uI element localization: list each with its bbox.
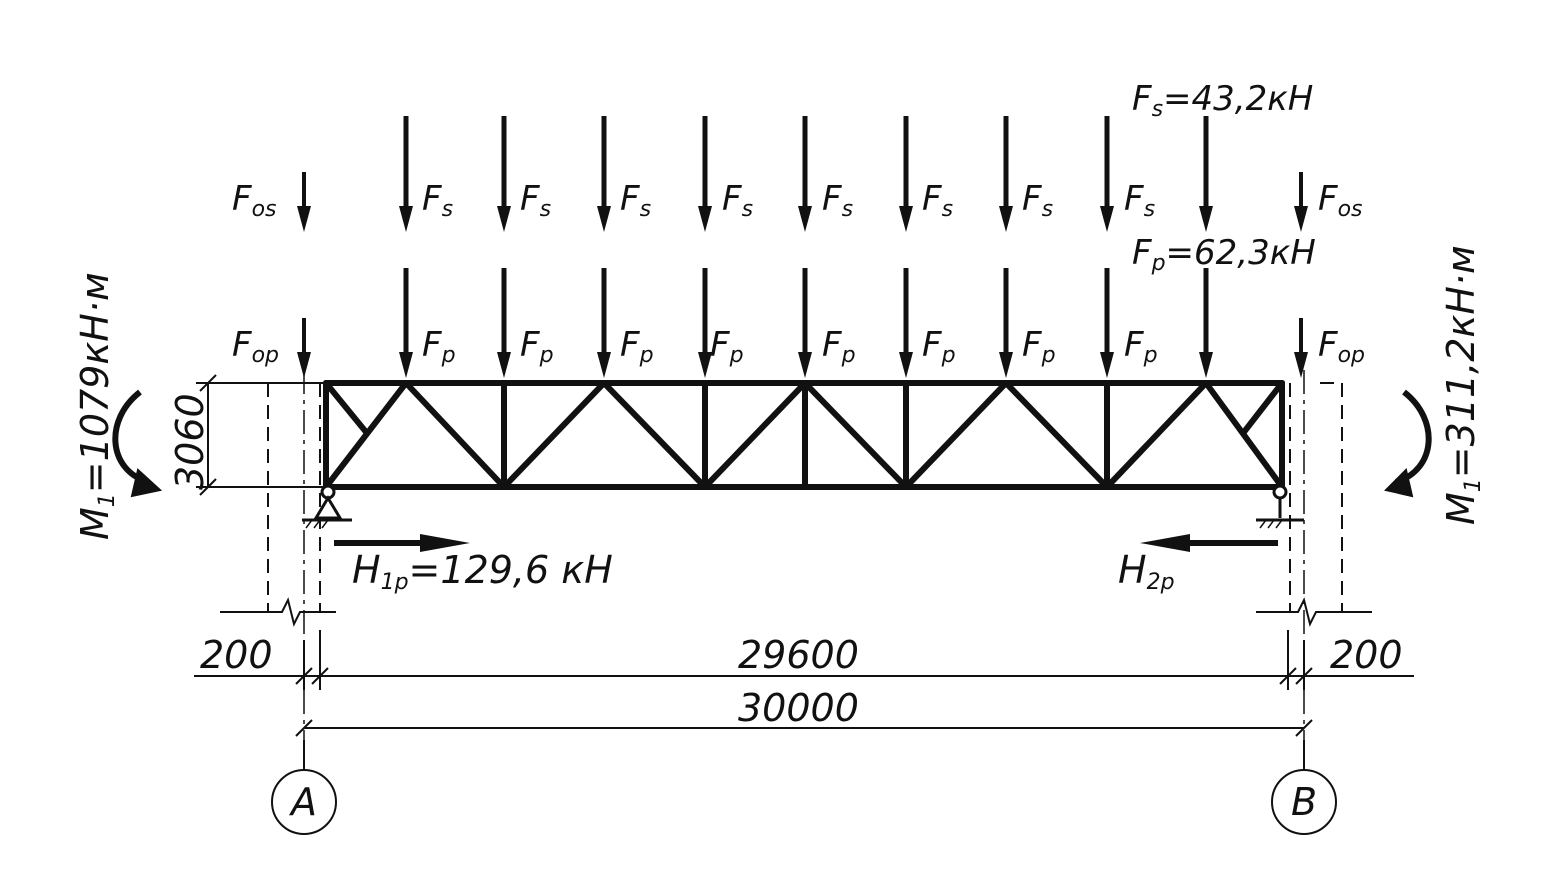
snow-inner-label: Fs xyxy=(722,179,753,222)
permanent-inner-arrow-head xyxy=(399,352,413,378)
left-column-outline xyxy=(267,382,321,612)
permanent-inner-arrow-head xyxy=(1100,352,1114,378)
permanent-load-labels: Fop Fop Fp Fp Fp Fp Fp Fp Fp Fp xyxy=(232,325,1365,368)
right-column-outline xyxy=(1289,382,1343,612)
diagonal-member xyxy=(501,380,607,490)
snow-inner-arrow-head xyxy=(999,206,1013,232)
snow-inner-arrow-head xyxy=(1100,206,1114,232)
permanent-edge-label: Fop xyxy=(1318,325,1365,368)
snow-inner-label: Fs xyxy=(822,179,853,222)
snow-inner-arrow-head xyxy=(798,206,812,232)
diagonal-member xyxy=(1003,380,1110,490)
permanent-inner-arrow-head xyxy=(999,352,1013,378)
diagonal-member xyxy=(323,380,369,435)
snow-inner-arrow-head xyxy=(497,206,511,232)
left-moment-arrow xyxy=(112,389,163,498)
right-offset-value: 200 xyxy=(1330,633,1403,677)
left-pin-support xyxy=(302,484,352,529)
column-break-lines xyxy=(220,597,1372,627)
snow-inner-label: Fs xyxy=(922,179,953,222)
snow-inner-label: Fs xyxy=(620,179,651,222)
snow-inner-arrow-head xyxy=(899,206,913,232)
snow-inner-label: Fs xyxy=(1022,179,1053,222)
height-dimension-value: 3060 xyxy=(168,393,212,490)
inner-span-value: 29600 xyxy=(738,633,859,677)
permanent-load-value: Fp=62,3кН xyxy=(1132,233,1316,276)
permanent-inner-arrow-head xyxy=(497,352,511,378)
axis-bubble-a: А xyxy=(271,740,337,835)
snow-edge-arrow-head xyxy=(1294,206,1308,232)
truss-members xyxy=(323,380,1285,490)
permanent-inner-label: Fp xyxy=(710,325,744,368)
permanent-inner-label: Fp xyxy=(822,325,856,368)
permanent-inner-label: Fp xyxy=(422,325,456,368)
diagonal-member xyxy=(601,380,708,490)
permanent-inner-arrow-head xyxy=(798,352,812,378)
left-offset-value: 200 xyxy=(200,633,273,677)
right-reaction-label: H2р xyxy=(1118,548,1175,595)
permanent-inner-label: Fp xyxy=(620,325,654,368)
snow-load-labels: Fos Fos Fs Fs Fs Fs Fs Fs Fs Fs xyxy=(232,179,1362,222)
axis-bubble-b: В xyxy=(1271,740,1337,835)
left-reaction-label: H1р=129,6 кН xyxy=(352,548,613,595)
axis-centerlines xyxy=(303,370,1305,740)
left-moment-label: M1=1079кН·м xyxy=(73,272,120,540)
snow-load-value: Fs=43,2кН xyxy=(1132,79,1313,122)
snow-inner-arrow-head xyxy=(597,206,611,232)
right-moment-label: M1=311,2кН·м xyxy=(1439,245,1486,525)
axis-label-b: В xyxy=(1291,780,1317,824)
left-reaction-arrow xyxy=(334,534,470,552)
span-dimension-lines xyxy=(194,630,1414,737)
permanent-edge-arrow-head xyxy=(297,352,311,378)
right-reaction-arrow xyxy=(1140,534,1278,552)
permanent-inner-arrow-head xyxy=(899,352,913,378)
snow-load-arrows xyxy=(297,116,1308,232)
permanent-inner-label: Fp xyxy=(1022,325,1056,368)
snow-inner-arrow-head xyxy=(399,206,413,232)
snow-inner-label: Fs xyxy=(422,179,453,222)
height-dimension xyxy=(196,374,326,496)
snow-inner-label: Fs xyxy=(520,179,551,222)
snow-inner-arrow-head xyxy=(698,206,712,232)
diagonal-member xyxy=(702,380,808,490)
snow-edge-arrow-head xyxy=(297,206,311,232)
permanent-inner-label: Fp xyxy=(520,325,554,368)
permanent-inner-arrow-head xyxy=(698,352,712,378)
permanent-inner-label: Fp xyxy=(1124,325,1158,368)
snow-edge-label: Fos xyxy=(232,179,276,222)
permanent-inner-arrow-head xyxy=(1199,352,1213,378)
right-roller-support xyxy=(1256,484,1304,529)
diagonal-member xyxy=(802,380,909,490)
diagonal-member xyxy=(903,380,1009,490)
permanent-inner-arrow-head xyxy=(597,352,611,378)
diagonal-member xyxy=(1203,380,1285,490)
permanent-inner-label: Fp xyxy=(922,325,956,368)
snow-inner-arrow-head xyxy=(1199,206,1213,232)
total-span-value: 30000 xyxy=(738,686,859,730)
diagonal-member xyxy=(1241,380,1285,435)
axis-label-a: А xyxy=(288,780,317,824)
permanent-load-arrows xyxy=(297,268,1308,378)
diagonal-member xyxy=(403,380,507,490)
permanent-edge-label: Fop xyxy=(232,325,279,368)
diagonal-member xyxy=(323,380,409,490)
permanent-edge-arrow-head xyxy=(1294,352,1308,378)
right-moment-arrow xyxy=(1384,389,1432,498)
snow-edge-label: Fos xyxy=(1318,179,1362,222)
diagonal-member xyxy=(1104,380,1209,490)
snow-inner-label: Fs xyxy=(1124,179,1155,222)
